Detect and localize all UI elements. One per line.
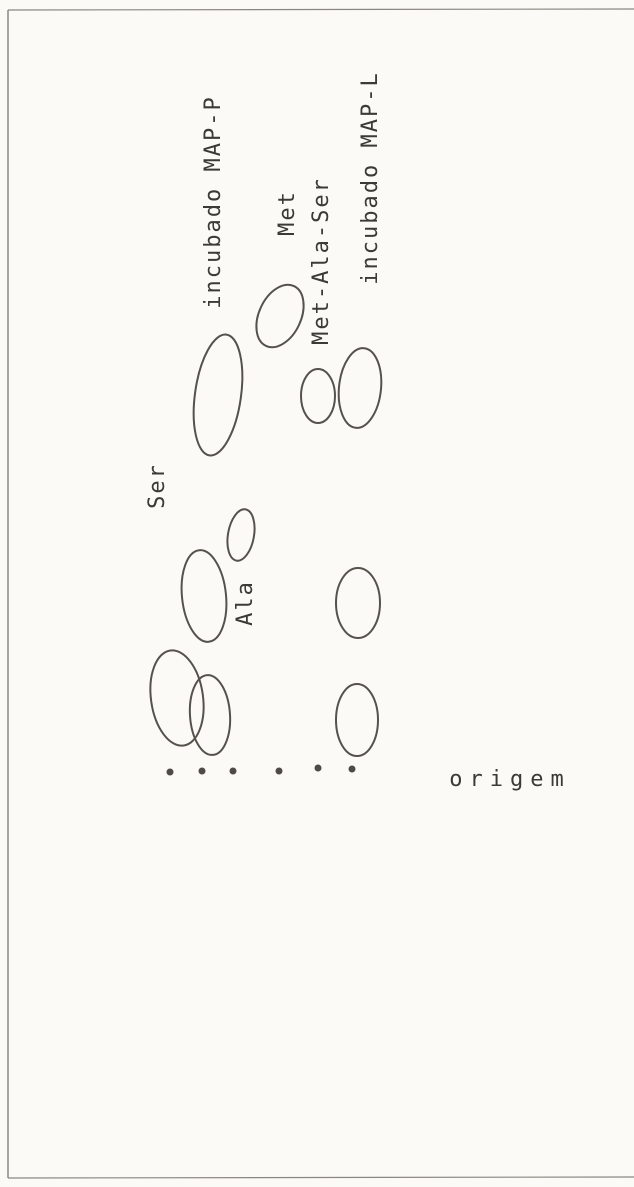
label-met-ala-ser: Met-Ala-Ser — [311, 177, 333, 345]
label-incubado-map-l: incubado MAP-L — [360, 71, 382, 284]
label-met: Met — [277, 190, 299, 236]
spot-met — [247, 277, 313, 355]
spot-map-l-upper — [335, 346, 385, 430]
label-origem: origem — [449, 769, 570, 791]
origin-dot-4 — [276, 768, 283, 775]
origin-dot-1 — [167, 769, 174, 776]
spot-met-ala-ser — [301, 369, 335, 423]
origin-dot-5 — [315, 765, 322, 772]
spot-map-l-middle — [336, 568, 380, 638]
label-ala: Ala — [235, 580, 257, 626]
sheet-border-top — [8, 9, 634, 10]
origin-dot-6 — [349, 766, 356, 773]
spot-map-p-large — [187, 331, 250, 458]
label-incubado-map-p: incubado MAP-P — [203, 95, 225, 308]
origin-dot-2 — [199, 768, 206, 775]
label-ser: Ser — [147, 463, 169, 509]
spot-ala-small — [224, 507, 259, 563]
spot-lower-left-a — [145, 647, 210, 749]
origin-dot-3 — [230, 768, 237, 775]
spot-ser — [177, 548, 230, 644]
spot-map-l-lower — [336, 684, 378, 756]
sheet-border-bottom — [8, 1177, 634, 1178]
spot-lower-left-b — [187, 674, 232, 757]
